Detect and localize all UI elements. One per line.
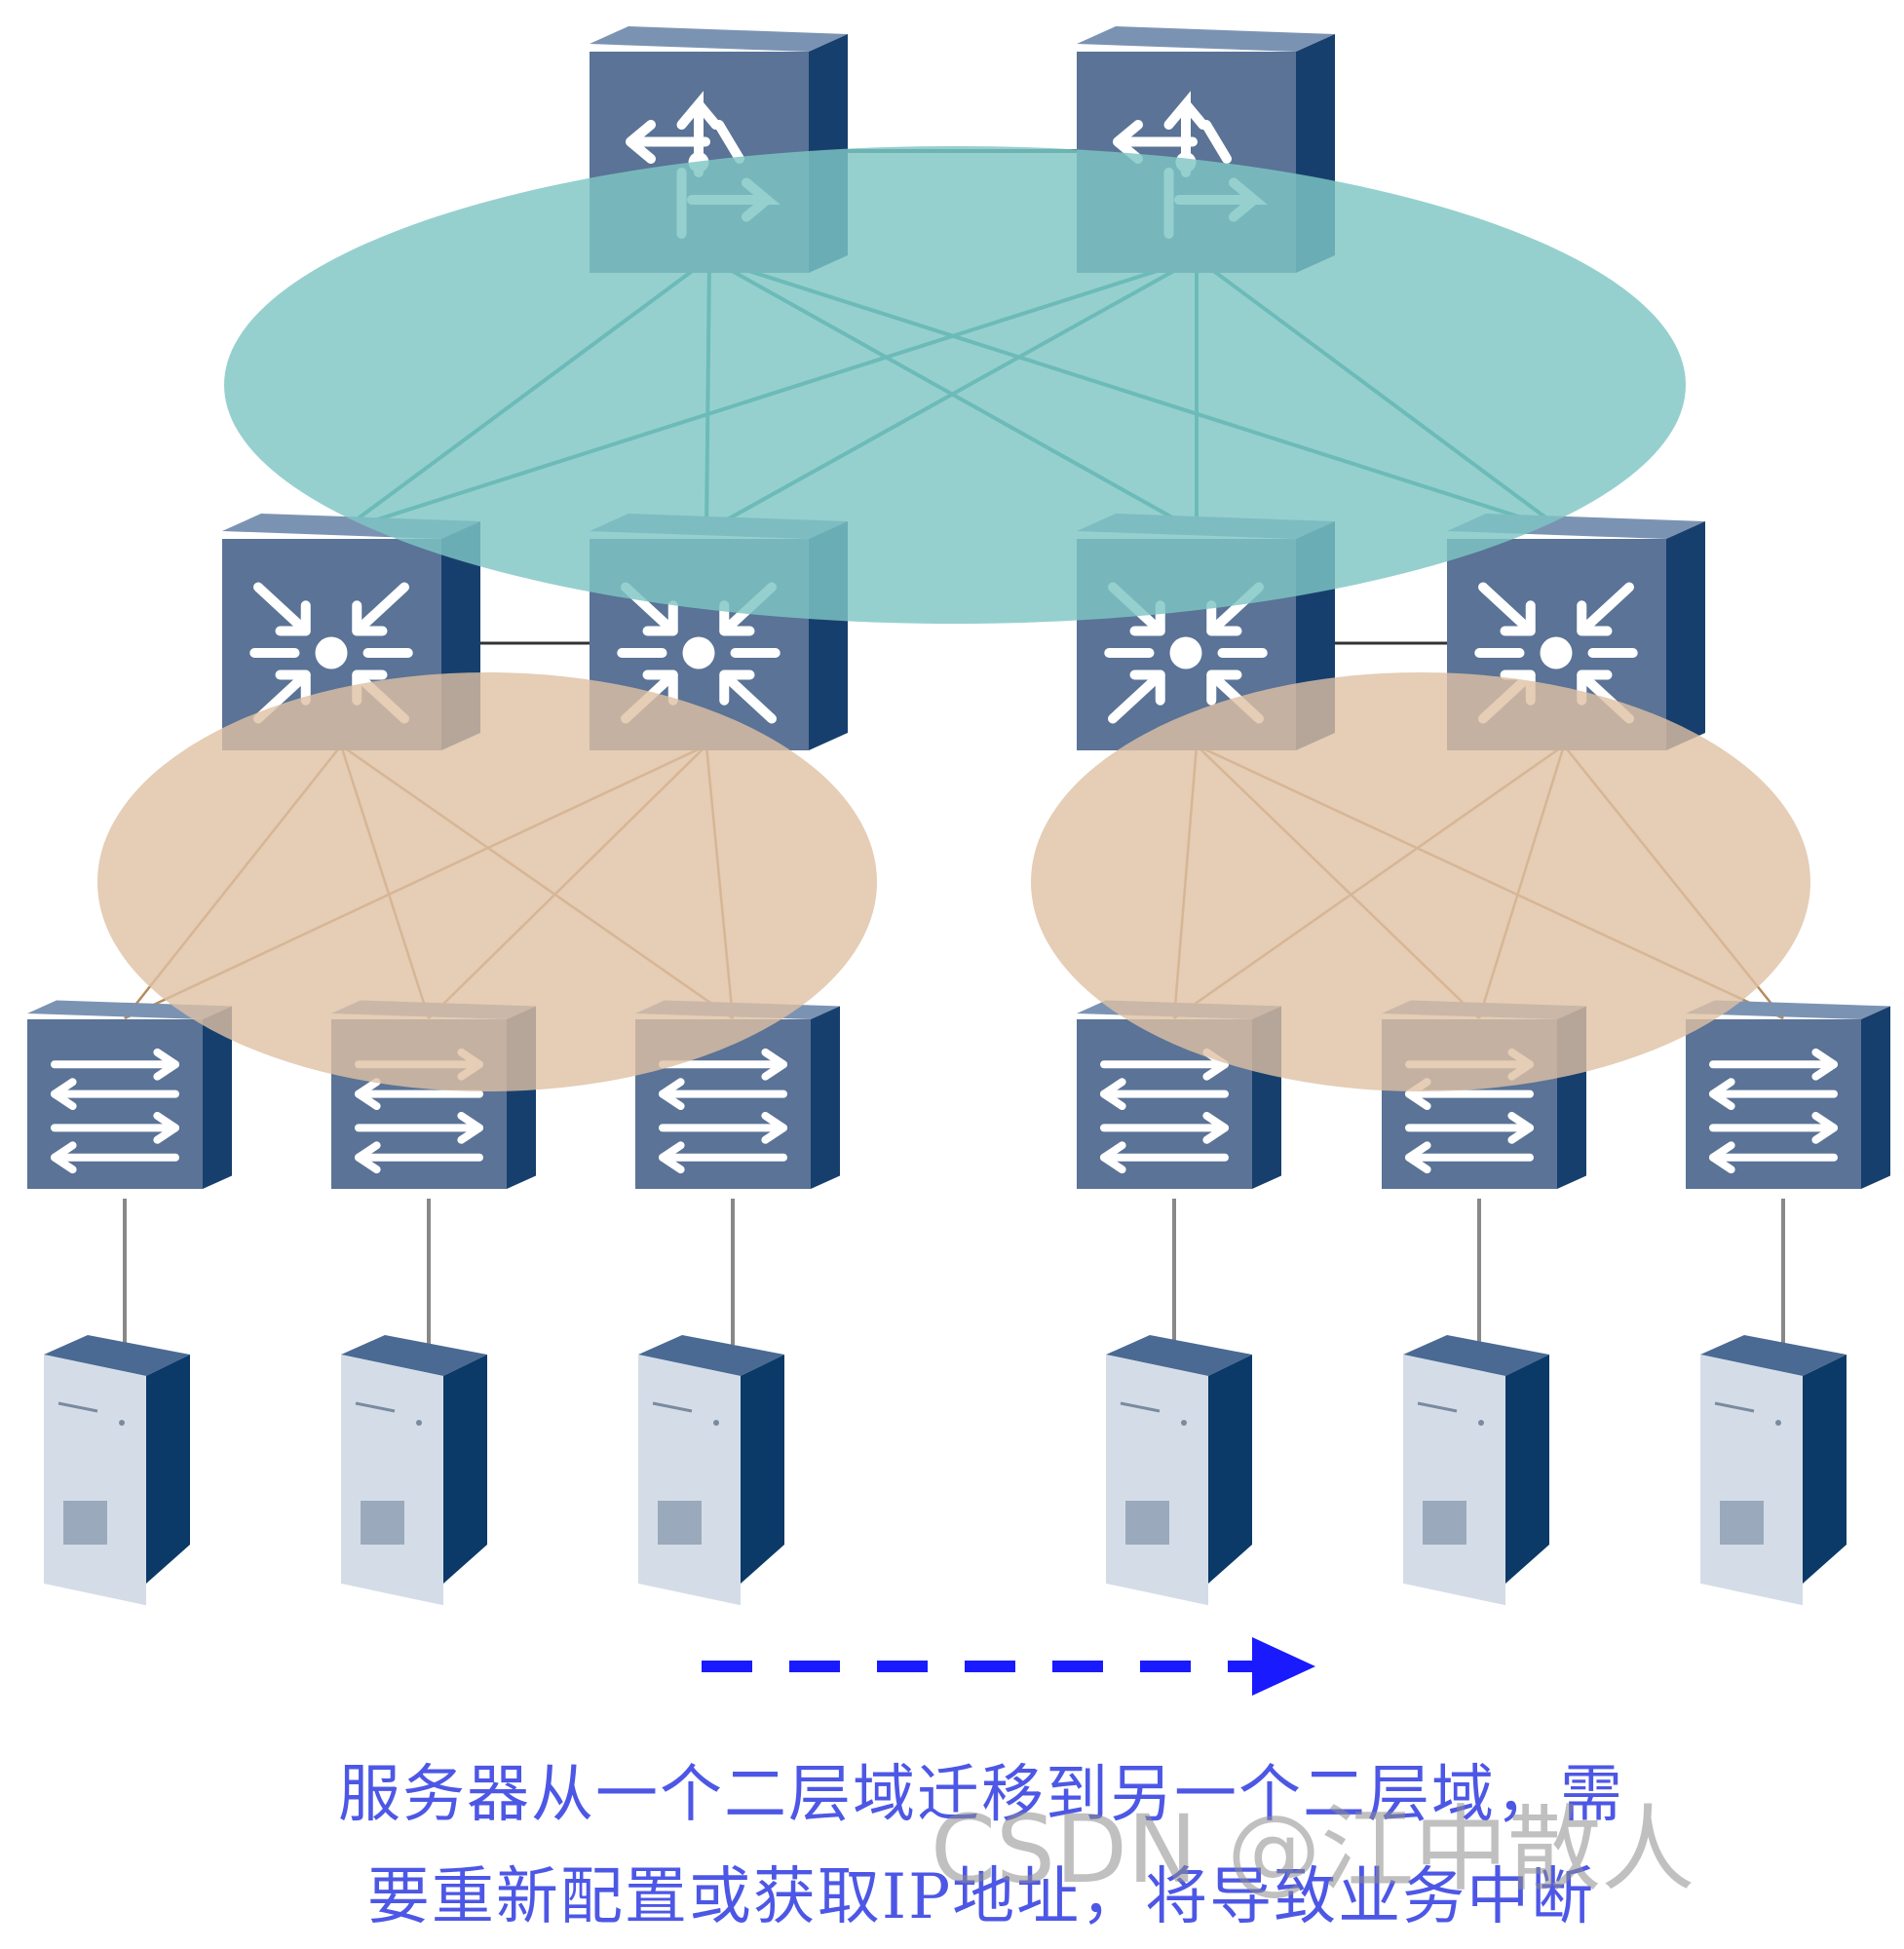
- converge-arrows-icon: [249, 582, 413, 724]
- server-1: [44, 1335, 190, 1606]
- switch-arrows-icon: [1709, 1048, 1838, 1174]
- access-switch-4: [1077, 1000, 1281, 1189]
- watermark: CSDN @江中散人: [931, 1795, 1695, 1904]
- access-switch-6: [1686, 1000, 1890, 1189]
- server-icon: [1181, 1420, 1187, 1426]
- server-3: [638, 1335, 784, 1606]
- server-icon: [119, 1420, 125, 1426]
- domains-layer: [97, 146, 1810, 1091]
- caption-line-2: 要重新配置或获取IP地址，将导致业务中断: [366, 1861, 1596, 1933]
- server-icon: [1775, 1420, 1781, 1426]
- migration-arrow: [702, 1637, 1315, 1696]
- server-icon: [416, 1420, 422, 1426]
- server-icon: [1478, 1420, 1484, 1426]
- layer2-domain-right-ellipse: [1031, 672, 1810, 1091]
- caption-line-1: 服务器从一个二层域迁移到另一个二层域，需: [338, 1759, 1624, 1831]
- server-4: [1106, 1335, 1252, 1606]
- server-2: [341, 1335, 487, 1606]
- access-switch-1: [27, 1000, 232, 1189]
- layer2-domain-left-ellipse: [97, 672, 877, 1091]
- layer3-domain-ellipse: [224, 146, 1686, 624]
- server-5: [1403, 1335, 1549, 1606]
- server-icon: [713, 1420, 719, 1426]
- switch-arrows-icon: [1100, 1048, 1229, 1174]
- arrowhead-icon: [1252, 1637, 1315, 1696]
- server-6: [1700, 1335, 1847, 1606]
- switch-arrows-icon: [51, 1048, 179, 1174]
- switch-arrows-icon: [659, 1048, 787, 1174]
